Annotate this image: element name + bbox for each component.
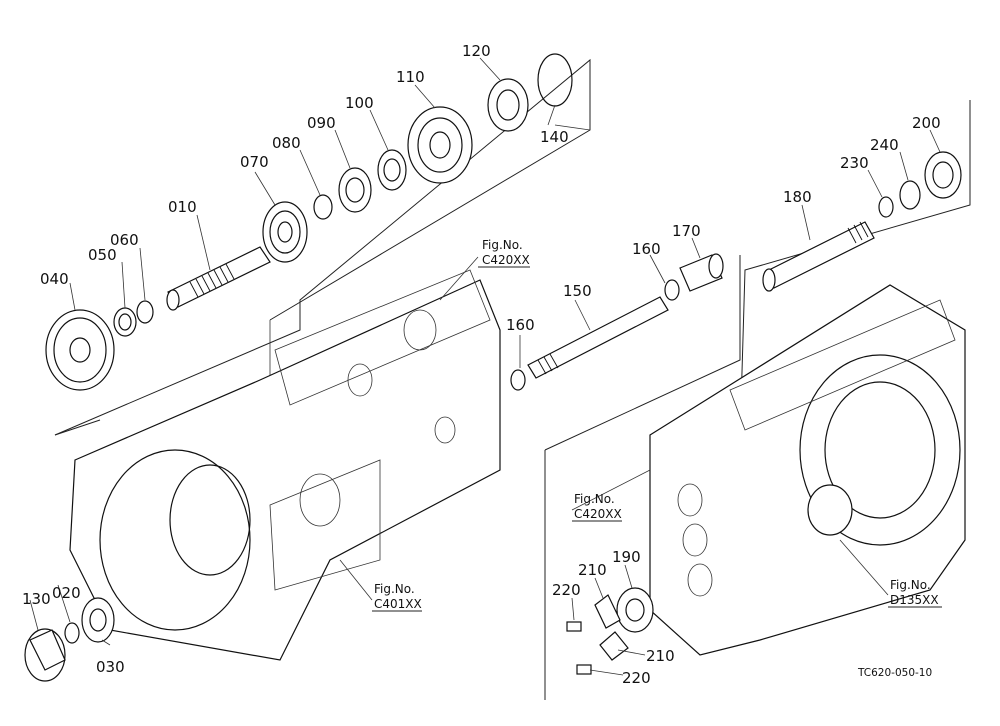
label-140: 140: [540, 128, 569, 146]
label-220-upper: 220: [552, 581, 581, 599]
label-020: 020: [52, 584, 81, 602]
label-220-lower: 220: [622, 669, 651, 687]
transmission-case-front: [69, 269, 501, 661]
ref-top-label: Fig.No.: [482, 238, 523, 252]
label-170: 170: [672, 222, 701, 240]
ref-right-code: D135XX: [890, 593, 939, 607]
label-190: 190: [612, 548, 641, 566]
label-160-lower: 160: [506, 316, 535, 334]
figure-references: Fig.No. C420XX Fig.No. C420XX Fig.No. C4…: [374, 238, 939, 611]
main-shaft-assembly: [45, 53, 573, 391]
label-120: 120: [462, 42, 491, 60]
label-160-upper: 160: [632, 240, 661, 258]
label-040: 040: [40, 270, 69, 288]
reference-underlines: [339, 256, 942, 612]
ref-mid-label: Fig.No.: [574, 492, 615, 506]
label-110: 110: [396, 68, 425, 86]
drawing-code: TC620-050-10: [857, 667, 932, 679]
transmission-case-rear: [649, 284, 966, 656]
ref-right-label: Fig.No.: [890, 578, 931, 592]
cover-plate-parts: [566, 587, 654, 675]
label-060: 060: [110, 231, 139, 249]
part-labels: 010 020 030 040 050 060 070 080 090 100 …: [22, 42, 941, 687]
label-210-upper: 210: [578, 561, 607, 579]
ref-top-code: C420XX: [482, 253, 530, 267]
pto-shaft-assembly: [510, 253, 724, 391]
label-210-lower: 210: [646, 647, 675, 665]
label-130: 130: [22, 590, 51, 608]
label-200: 200: [912, 114, 941, 132]
label-030: 030: [96, 658, 125, 676]
ref-mid-code: C420XX: [574, 507, 622, 521]
label-230: 230: [840, 154, 869, 172]
label-100: 100: [345, 94, 374, 112]
label-240: 240: [870, 136, 899, 154]
ref-left-label: Fig.No.: [374, 582, 415, 596]
input-bearing-parts: [24, 597, 115, 682]
right-shaft-assembly: [762, 151, 962, 292]
label-070: 070: [240, 153, 269, 171]
label-010: 010: [168, 198, 197, 216]
label-080: 080: [272, 134, 301, 152]
label-leaders: [29, 57, 941, 676]
label-050: 050: [88, 246, 117, 264]
label-090: 090: [307, 114, 336, 132]
label-180: 180: [783, 188, 812, 206]
label-150: 150: [563, 282, 592, 300]
ref-left-code: C401XX: [374, 597, 422, 611]
